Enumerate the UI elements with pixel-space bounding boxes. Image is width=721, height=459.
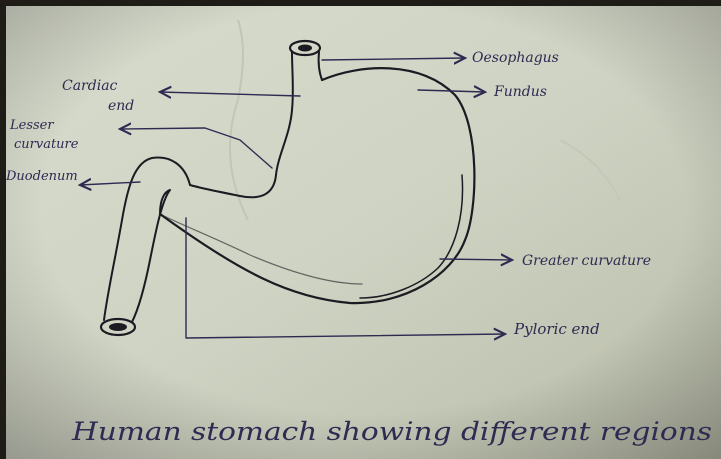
label-lesser-curvature-2: curvature xyxy=(14,137,79,152)
label-fundus: Fundus xyxy=(493,84,547,100)
label-duodenum: Duodenum xyxy=(5,169,78,184)
label-cardiac-end-1: Cardiac xyxy=(62,78,118,94)
label-cardiac-end-2: end xyxy=(108,98,134,114)
label-greater-curvature: Greater curvature xyxy=(522,253,651,269)
diagram-title: Human stomach showing different regions xyxy=(71,417,712,446)
label-lesser-curvature-1: Lesser xyxy=(9,118,54,133)
label-oesophagus: Oesophagus xyxy=(472,50,559,66)
label-pyloric-end: Pyloric end xyxy=(513,320,600,338)
